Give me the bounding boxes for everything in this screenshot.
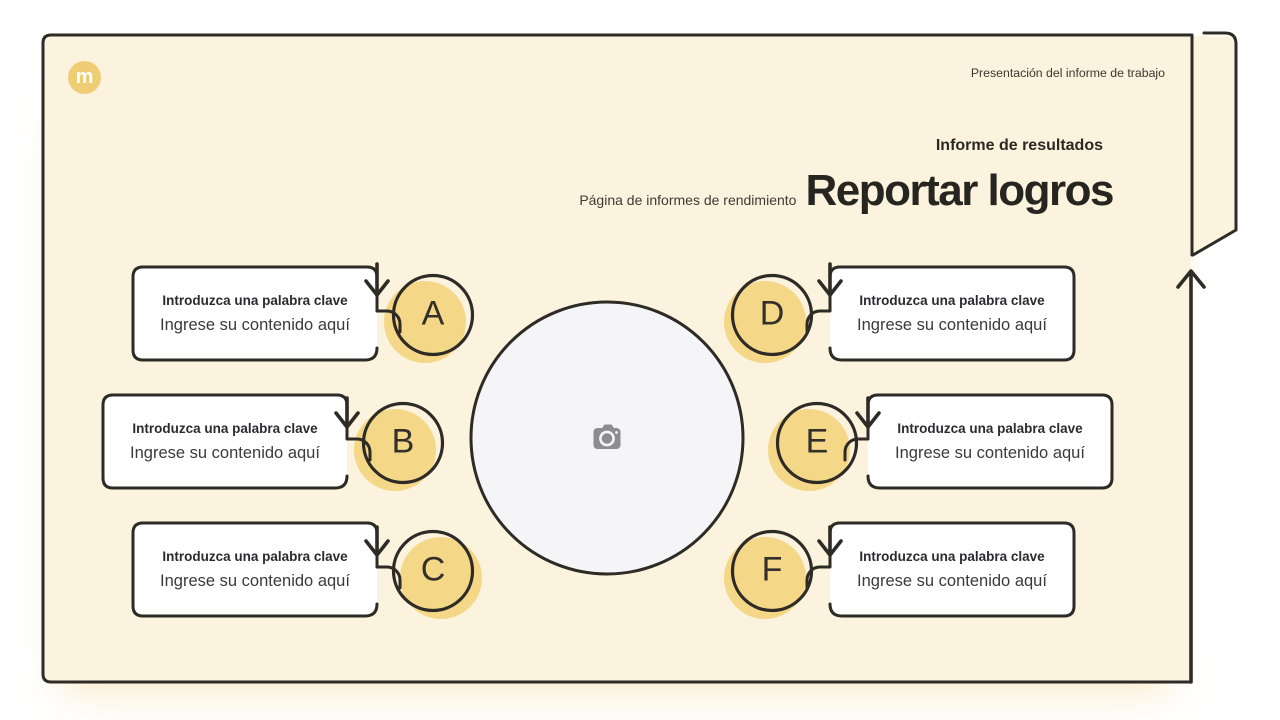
header-note: Presentación del informe de trabajo bbox=[970, 66, 1165, 80]
keyword-label: Introduzca una palabra clave bbox=[897, 420, 1083, 436]
up-arrow bbox=[1176, 269, 1206, 684]
fold-corner-fill bbox=[1192, 36, 1236, 254]
brand-logo: m bbox=[68, 61, 101, 94]
fold-corner bbox=[1190, 31, 1238, 257]
step-letter-e: E bbox=[805, 422, 829, 461]
content-placeholder: Ingrese su contenido aquí bbox=[160, 571, 350, 590]
content-placeholder: Ingrese su contenido aquí bbox=[857, 315, 1047, 334]
keyword-box-e[interactable]: Introduzca una palabra clave Ingrese su … bbox=[868, 395, 1112, 488]
content-placeholder: Ingrese su contenido aquí bbox=[857, 571, 1047, 590]
slide-eyebrow: Página de informes de rendimiento bbox=[579, 192, 797, 208]
keyword-box-a[interactable]: Introduzca una palabra clave Ingrese su … bbox=[133, 267, 377, 360]
step-letter-c: C bbox=[420, 550, 446, 589]
step-letter-a: A bbox=[421, 294, 445, 333]
title-row: Página de informes de rendimiento Report… bbox=[579, 166, 1114, 215]
page-title: Reportar logros bbox=[805, 166, 1114, 215]
keyword-box-f[interactable]: Introduzca una palabra clave Ingrese su … bbox=[830, 523, 1074, 616]
keyword-label: Introduzca una palabra clave bbox=[132, 420, 318, 436]
content-placeholder: Ingrese su contenido aquí bbox=[160, 315, 350, 334]
keyword-label: Introduzca una palabra clave bbox=[162, 292, 348, 308]
keyword-label: Introduzca una palabra clave bbox=[859, 548, 1045, 564]
keyword-box-c[interactable]: Introduzca una palabra clave Ingrese su … bbox=[133, 523, 377, 616]
content-placeholder: Ingrese su contenido aquí bbox=[895, 443, 1085, 462]
content-placeholder: Ingrese su contenido aquí bbox=[130, 443, 320, 462]
keyword-label: Introduzca una palabra clave bbox=[162, 548, 348, 564]
keyword-box-b[interactable]: Introduzca una palabra clave Ingrese su … bbox=[103, 395, 347, 488]
step-letter-f: F bbox=[761, 550, 783, 589]
step-letter-b: B bbox=[391, 422, 415, 461]
slide-overline: Informe de resultados bbox=[935, 137, 1103, 154]
step-letter-d: D bbox=[759, 294, 785, 333]
brand-logo-letter: m bbox=[75, 65, 94, 88]
keyword-box-d[interactable]: Introduzca una palabra clave Ingrese su … bbox=[830, 267, 1074, 360]
keyword-label: Introduzca una palabra clave bbox=[859, 292, 1045, 308]
